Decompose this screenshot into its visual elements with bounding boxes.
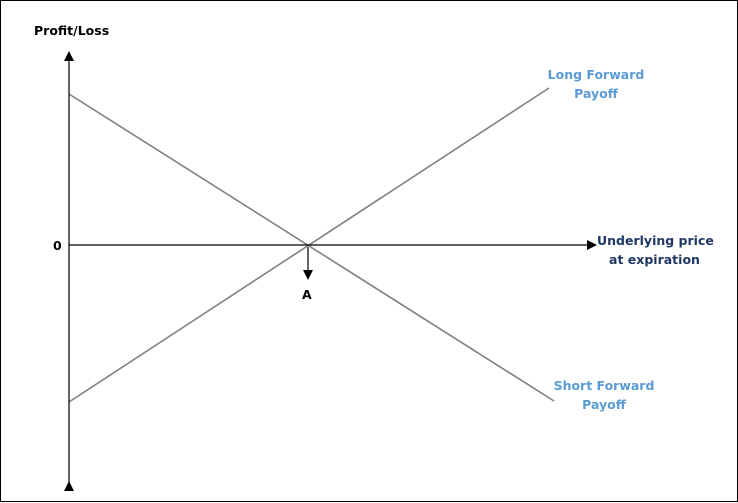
zero-label: 0	[53, 238, 62, 253]
y-axis-label: Profit/Loss	[34, 23, 110, 38]
x-axis-label-line1: Underlying price	[597, 233, 714, 248]
short-forward-label: Short Forward Payoff	[549, 376, 659, 414]
x-axis-label: Underlying price at expiration	[597, 231, 714, 269]
short-forward-label-line1: Short Forward	[553, 378, 655, 393]
long-forward-label-line2: Payoff	[574, 86, 618, 101]
point-a-label: A	[302, 287, 312, 302]
short-forward-payoff-line	[68, 93, 555, 402]
short-forward-label-line2: Payoff	[582, 397, 626, 412]
x-axis-label-line2: at expiration	[609, 252, 700, 267]
long-forward-label-line1: Long Forward	[547, 67, 645, 82]
long-forward-label: Long Forward Payoff	[541, 65, 651, 103]
